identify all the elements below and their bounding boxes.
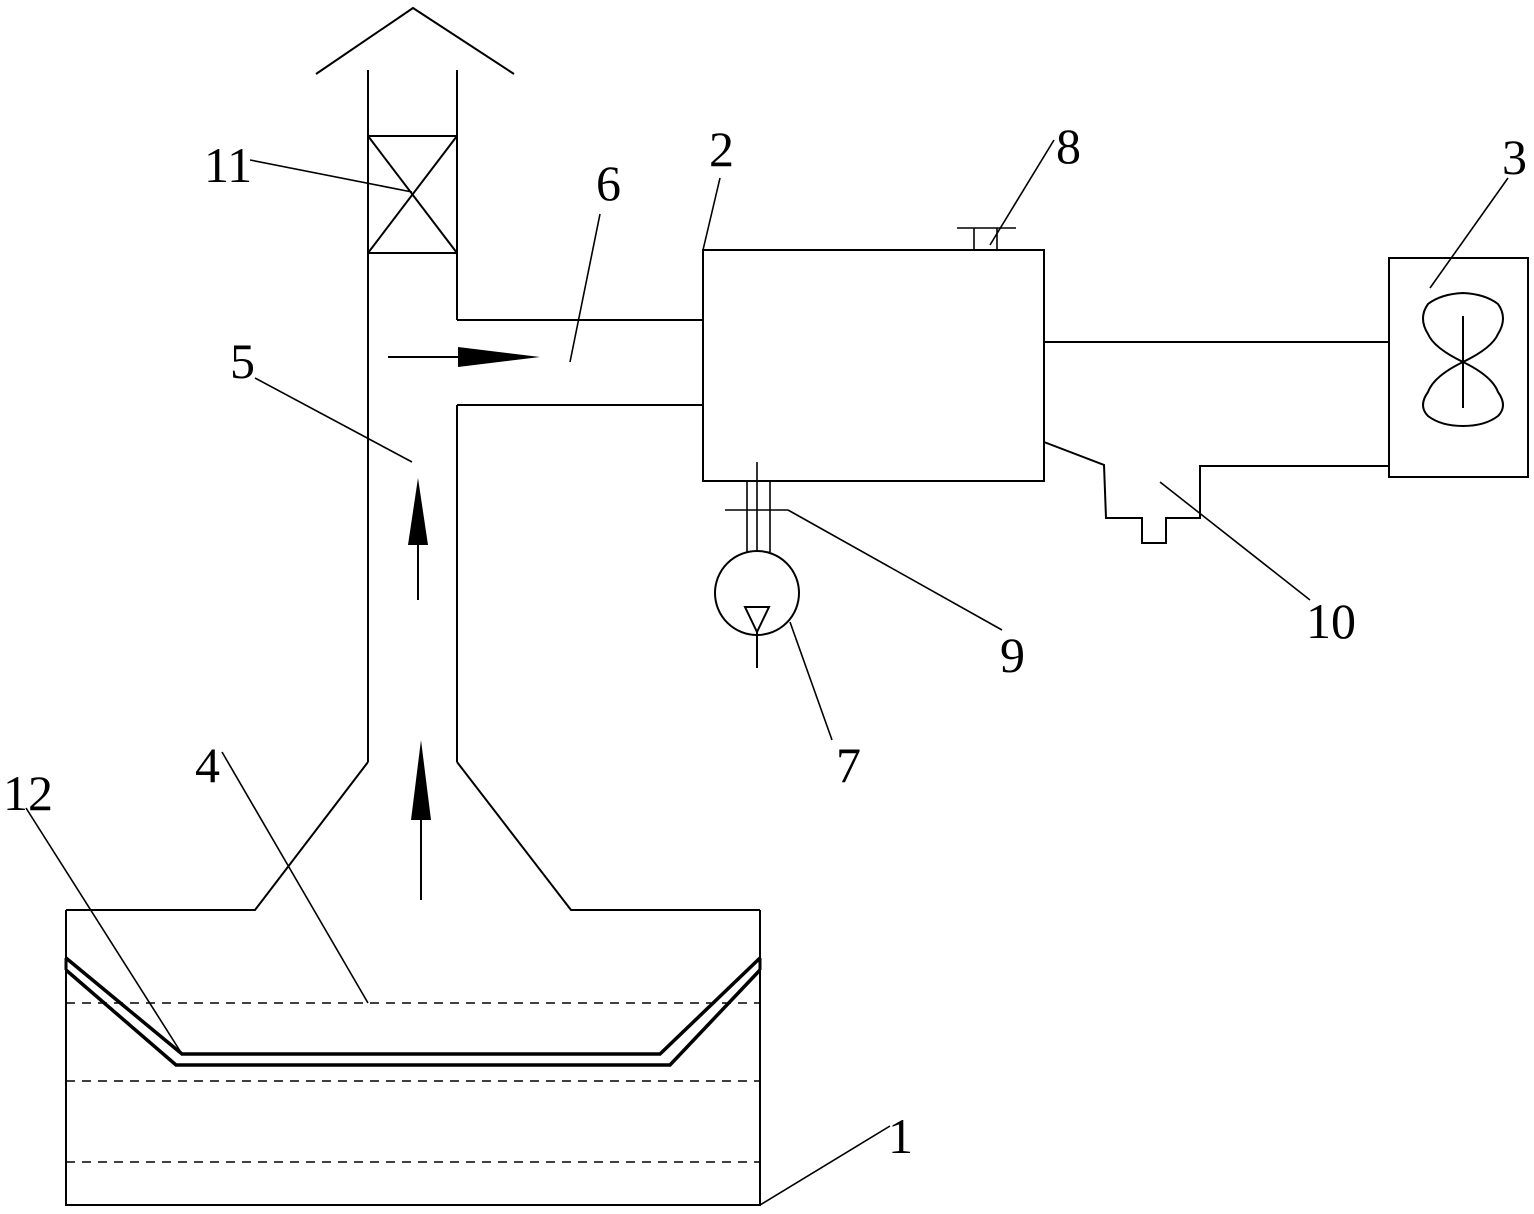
leader-1 <box>759 1125 891 1206</box>
leader-7 <box>789 621 833 741</box>
hood-left <box>66 761 369 911</box>
label-11: 11 <box>204 137 252 193</box>
label-4: 4 <box>195 737 220 793</box>
drain-trap <box>1043 441 1389 544</box>
label-12: 12 <box>3 765 53 821</box>
workpiece-tray <box>64 956 762 1067</box>
leader-10 <box>1159 481 1311 601</box>
fan <box>1388 257 1529 478</box>
bottom-fitting <box>725 462 788 552</box>
label-10: 10 <box>1306 593 1356 649</box>
leader-11 <box>249 159 413 193</box>
leader-6 <box>569 213 601 363</box>
chimney-cap <box>315 6 515 75</box>
leader-12 <box>25 807 183 1055</box>
label-9: 9 <box>1000 627 1025 683</box>
leader-5 <box>254 377 413 463</box>
leader-2 <box>702 177 721 251</box>
leader-9 <box>787 509 1003 631</box>
damper-valve <box>367 135 458 254</box>
label-3: 3 <box>1502 129 1527 185</box>
label-5: 5 <box>230 333 255 389</box>
label-1: 1 <box>888 1108 913 1164</box>
top-fitting <box>957 227 1016 250</box>
leader-4 <box>221 751 369 1004</box>
hood-right <box>456 761 760 911</box>
label-6: 6 <box>596 155 621 211</box>
label-8: 8 <box>1056 118 1081 174</box>
flow-arrow-upper <box>408 478 428 600</box>
treatment-box <box>702 249 1045 482</box>
leader-8 <box>989 139 1055 246</box>
pump <box>714 550 800 668</box>
flow-arrow-horizontal <box>388 347 540 367</box>
leader-3 <box>1429 177 1509 289</box>
label-7: 7 <box>836 737 861 793</box>
tank-body <box>65 910 761 1206</box>
flow-arrow-lower <box>411 740 431 900</box>
label-2: 2 <box>709 121 734 177</box>
